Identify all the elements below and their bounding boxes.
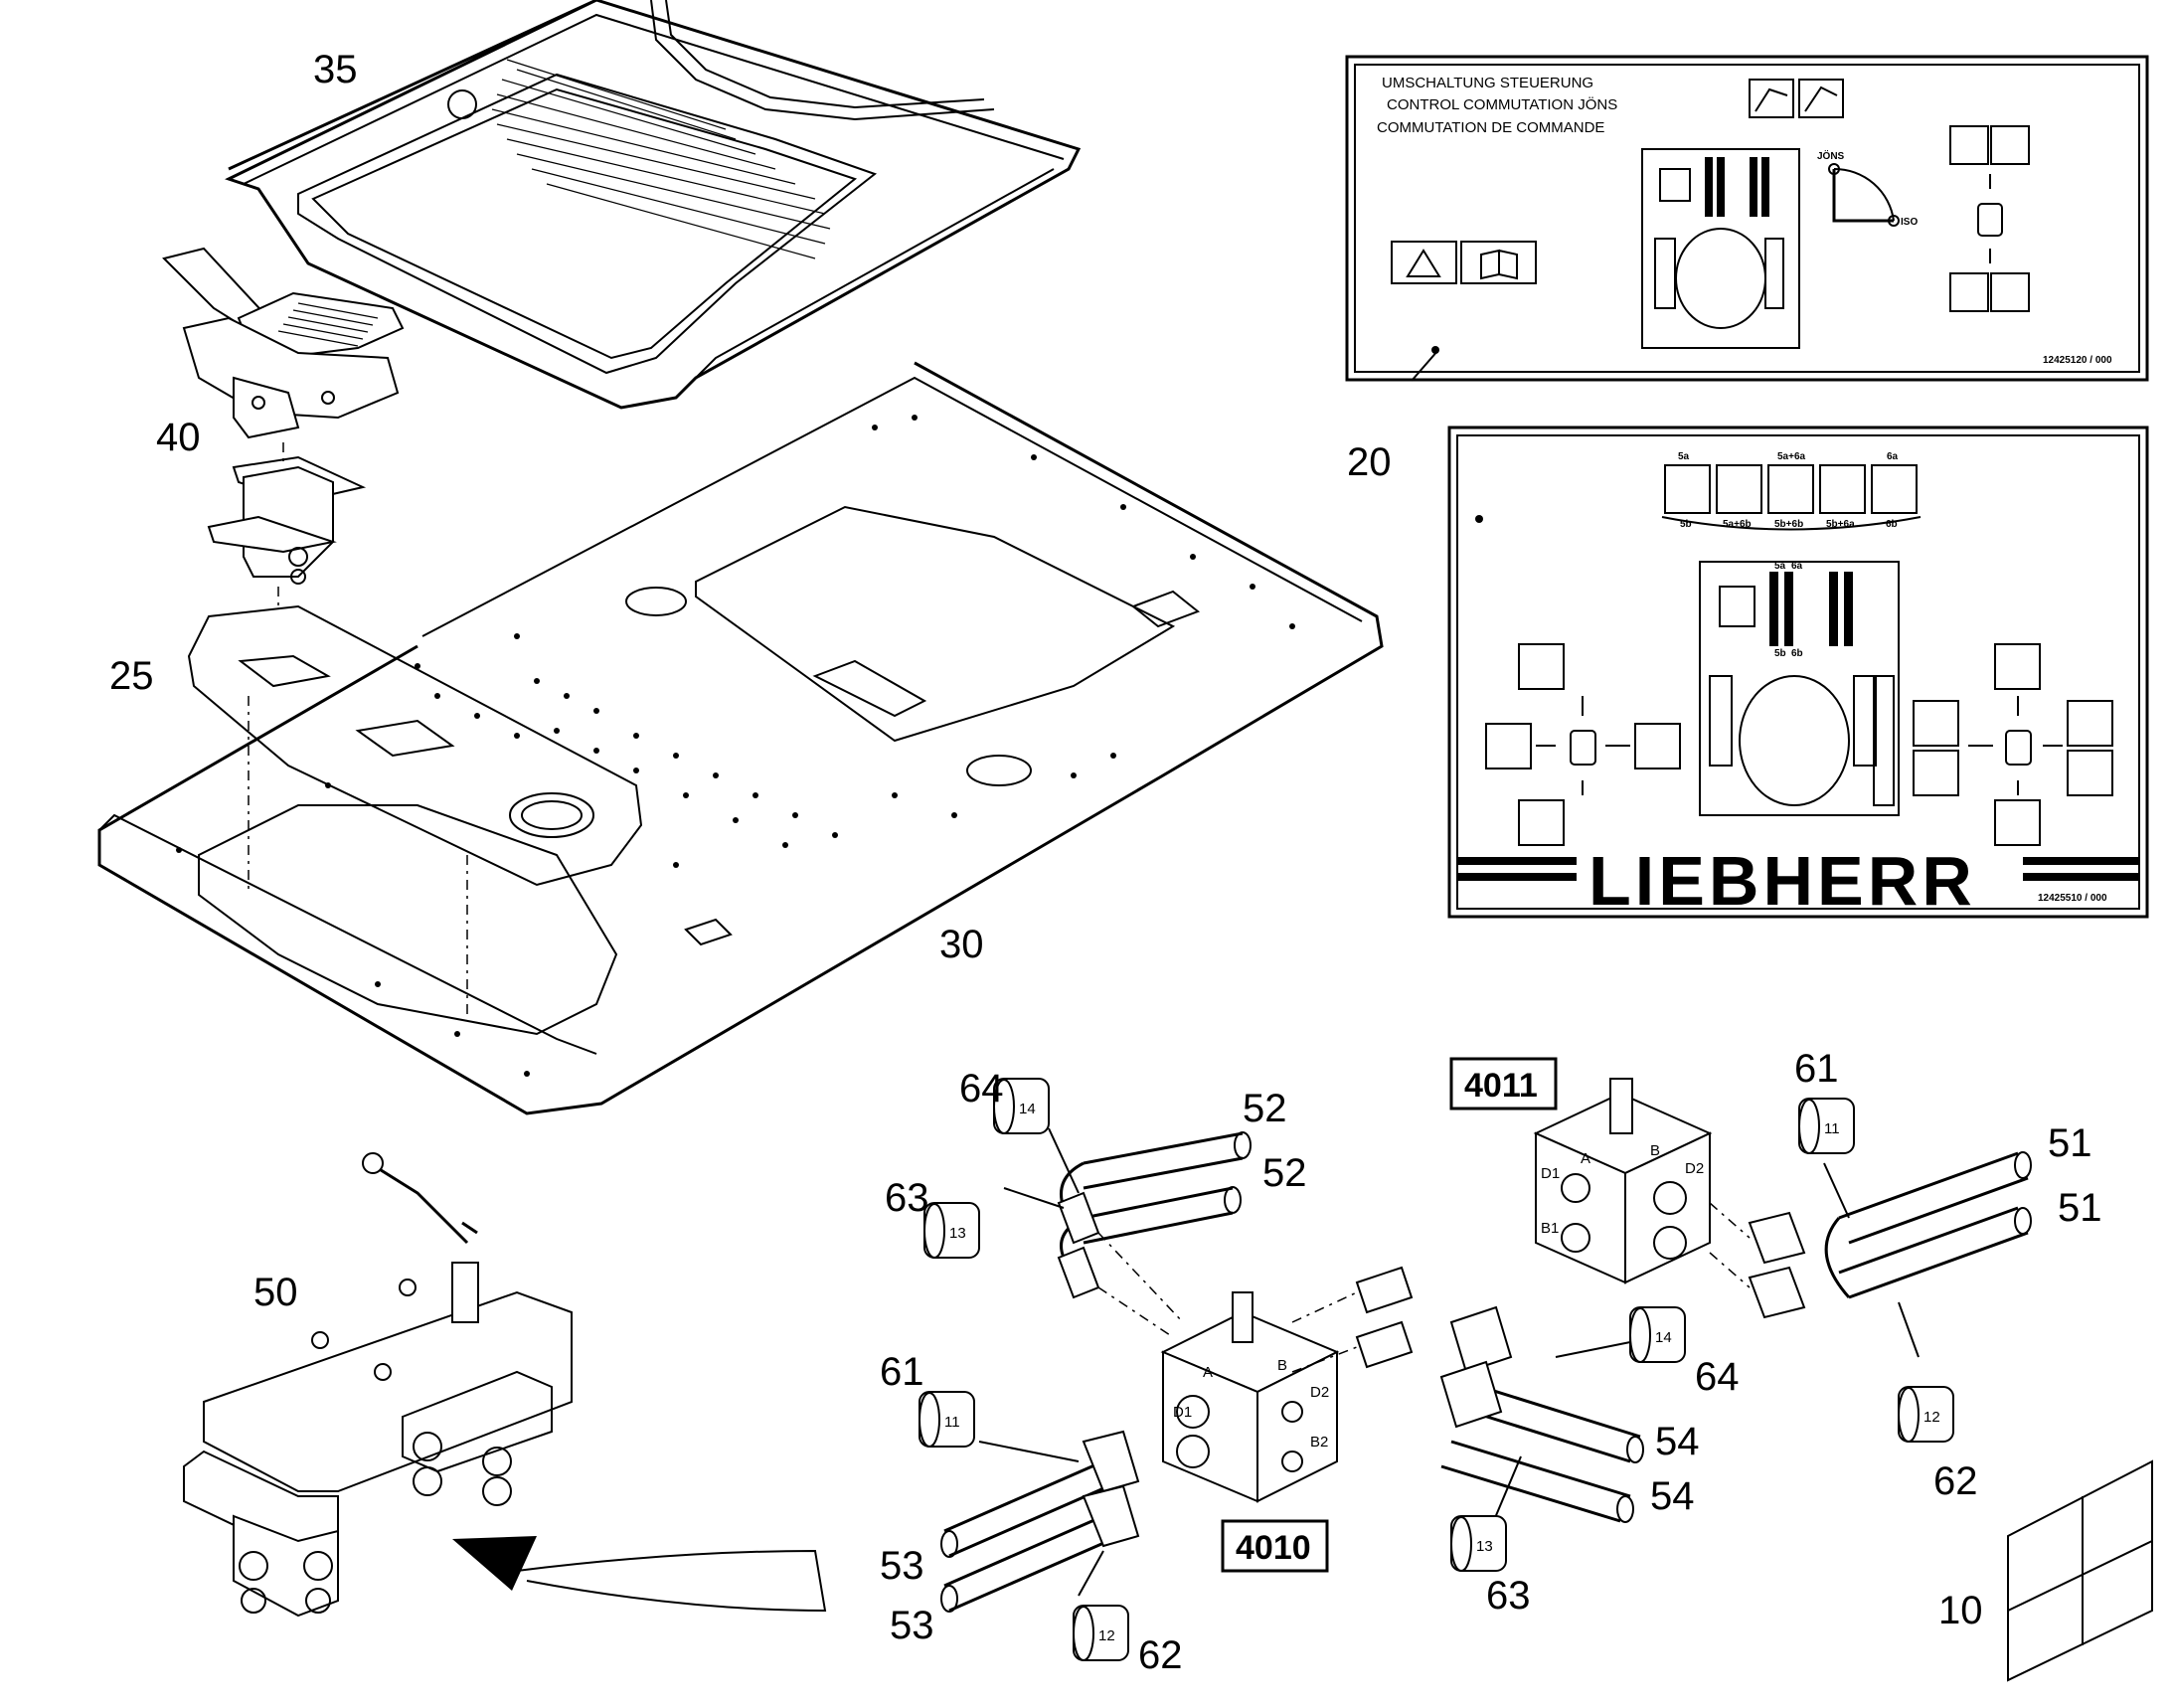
decal2-part-no: 12425510 / 000 [2038,893,2107,904]
callout-25: 25 [109,654,154,698]
decal-line-3: COMMUTATION DE COMMANDE [1377,119,1604,136]
callout-63-a: 63 [885,1176,929,1220]
svg-text:4010: 4010 [1236,1529,1311,1567]
callout-61-b: 61 [1794,1047,1839,1091]
callout-40: 40 [156,416,201,459]
callout-54-b: 54 [1650,1474,1695,1518]
callout-62-a: 62 [1138,1633,1183,1677]
callout-54-a: 54 [1655,1420,1700,1463]
fitting-14-a: 14 [993,1078,1050,1134]
callout-numbers: 35 40 25 30 20 50 10 64 63 61 53 53 62 5… [109,48,2102,1677]
code-bottom-1: 5b [1680,519,1692,530]
code-top-1: 5a [1678,451,1690,462]
callout-20: 20 [1347,440,1392,484]
decal-liebherr: 5a 5a+6a 6a 5b 5a+6b 5b+6b 5b+6a 6b 5a 6… [1447,426,2149,920]
code-mid-2: 6a [1791,561,1803,572]
callout-10: 10 [1938,1589,1983,1632]
fitting-12-a: 12 [1073,1605,1129,1661]
callout-61-a: 61 [880,1350,924,1394]
part-50-valve-housing [183,1152,573,1618]
hoses-51 [1748,1151,2032,1319]
valve-block-4010: A B D1 D2 B2 [1160,1291,1340,1503]
code-bottom-5: 6b [1886,519,1898,530]
callout-63-b: 63 [1486,1574,1531,1618]
hoses-54 [1355,1266,1644,1523]
code-mid-1: 5a [1774,561,1786,572]
svg-text:4011: 4011 [1464,1067,1538,1105]
connection-lines [1097,1202,1751,1373]
part-40-pedal [162,247,405,636]
leader-lines [978,349,1920,1597]
manual-book-icon [1480,249,1518,280]
pointer-arrow [452,1536,827,1613]
callout-53-b: 53 [890,1604,934,1647]
svg-text:13: 13 [1476,1538,1493,1555]
svg-text:11: 11 [944,1414,960,1431]
fitting-11-a: 11 [919,1391,975,1448]
fitting-11-b: 11 [1798,1098,1855,1154]
decal-line-1: UMSCHALTUNG STEUERUNG [1382,75,1593,91]
code-bottom-3: 5b+6b [1774,519,1803,530]
part-30-floor [97,361,1384,1115]
code-top-2: 5a+6a [1777,451,1806,462]
callout-52-a: 52 [1243,1087,1287,1130]
fitting-14-b: 14 [1629,1306,1686,1363]
tag-4011: 4011 [1449,1057,1558,1110]
decal-line-2: CONTROL COMMUTATION JÖNS [1387,95,1617,113]
port-b-4011: B [1650,1142,1660,1159]
code-mid-4: 6b [1791,648,1803,659]
code-top-3: 6a [1887,451,1899,462]
part-25-plate [187,604,643,1014]
port-d2-4010: D2 [1310,1384,1329,1401]
callout-30: 30 [939,923,984,966]
decal-part-no: 12425120 / 000 [2043,355,2112,366]
svg-text:14: 14 [1019,1101,1036,1117]
svg-text:14: 14 [1655,1329,1672,1346]
callout-50: 50 [253,1271,298,1314]
hoses-52 [1057,1131,1252,1299]
callout-51-b: 51 [2058,1186,2102,1230]
callout-51-a: 51 [2048,1121,2092,1165]
brand-logo: LIEBHERR [1588,842,1976,920]
code-bottom-4: 5b+6a [1826,519,1855,530]
port-a-4010: A [1203,1364,1213,1381]
svg-text:12: 12 [1098,1627,1115,1644]
svg-text:11: 11 [1824,1120,1840,1137]
fitting-12-b: 12 [1898,1386,1954,1443]
callout-62-b: 62 [1933,1459,1978,1503]
port-b2-4010: B2 [1310,1434,1328,1451]
callout-35: 35 [313,48,358,91]
jons-label: JÖNS [1817,149,1845,162]
port-d2-4011: D2 [1685,1160,1704,1177]
part-10-document [2007,1459,2153,1682]
callout-53-a: 53 [880,1544,924,1588]
fitting-13-b: 13 [1450,1515,1507,1572]
code-bottom-2: 5a+6b [1723,519,1752,530]
port-b-4010: B [1277,1357,1287,1374]
svg-text:13: 13 [949,1225,966,1242]
decal-control-commutation: UMSCHALTUNG STEUERUNG CONTROL COMMUTATIO… [1345,55,2149,382]
fitting-13-a: 13 [923,1202,980,1259]
port-d1-4011: D1 [1541,1165,1560,1182]
valve-block-4011: A B D1 D2 B1 [1533,1078,1713,1284]
callout-64-b: 64 [1695,1355,1740,1399]
callout-64-a: 64 [959,1067,1004,1110]
svg-text:12: 12 [1923,1409,1940,1426]
callout-52-b: 52 [1262,1151,1307,1195]
hoses-53 [940,1430,1140,1613]
port-b1-4011: B1 [1541,1220,1559,1237]
tag-4010: 4010 [1221,1519,1329,1573]
code-mid-3: 5b [1774,648,1786,659]
warning-icon [1406,249,1441,277]
port-d1-4010: D1 [1173,1404,1192,1421]
part-35-mat [225,0,1082,410]
iso-label: ISO [1901,217,1918,228]
port-a-4011: A [1581,1150,1590,1167]
